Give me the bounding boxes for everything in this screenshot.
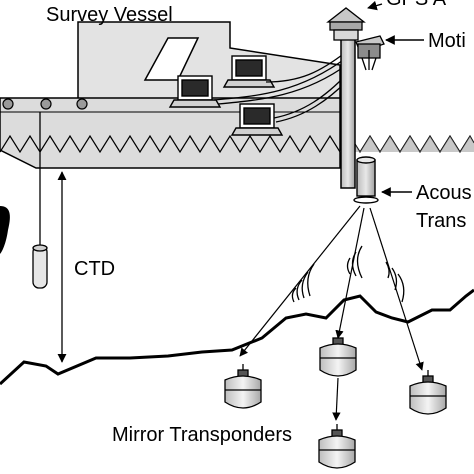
edge-object	[0, 206, 10, 254]
acoustic-rays	[239, 205, 424, 421]
mirror-transponders-label: Mirror Transponders	[112, 424, 293, 446]
label-arrows	[367, 0, 424, 197]
survey-vessel-label: Survey Vessel	[46, 4, 173, 26]
vessel-hull	[0, 97, 341, 169]
gps-label: GPS A	[386, 0, 446, 10]
laptop-icon	[230, 103, 284, 136]
ctd-label: CTD	[74, 258, 116, 280]
transducer-pole	[340, 37, 356, 189]
deck-rail	[2, 98, 88, 110]
sound-waves	[291, 245, 405, 303]
gps-antenna-icon	[326, 7, 366, 41]
laptop-icon	[168, 75, 222, 108]
vessel-cabin	[77, 21, 341, 101]
transponder-icon	[409, 370, 447, 415]
ctd-probe	[32, 112, 48, 289]
transponder-icon	[318, 424, 356, 469]
water-waves-fill	[340, 136, 474, 152]
acoustic-transducer-icon	[353, 156, 379, 204]
acoustic-transducer-label-line2: Trans	[416, 210, 467, 232]
transponder-icon	[319, 332, 357, 377]
laptop-icon	[222, 55, 276, 88]
motion-sensor-icon	[355, 35, 385, 71]
transponder-icon	[224, 364, 262, 409]
seafloor-profile	[0, 288, 474, 386]
motion-sensor-label: Moti	[428, 30, 466, 52]
acoustic-transducer-label-line1: Acous	[416, 182, 472, 204]
